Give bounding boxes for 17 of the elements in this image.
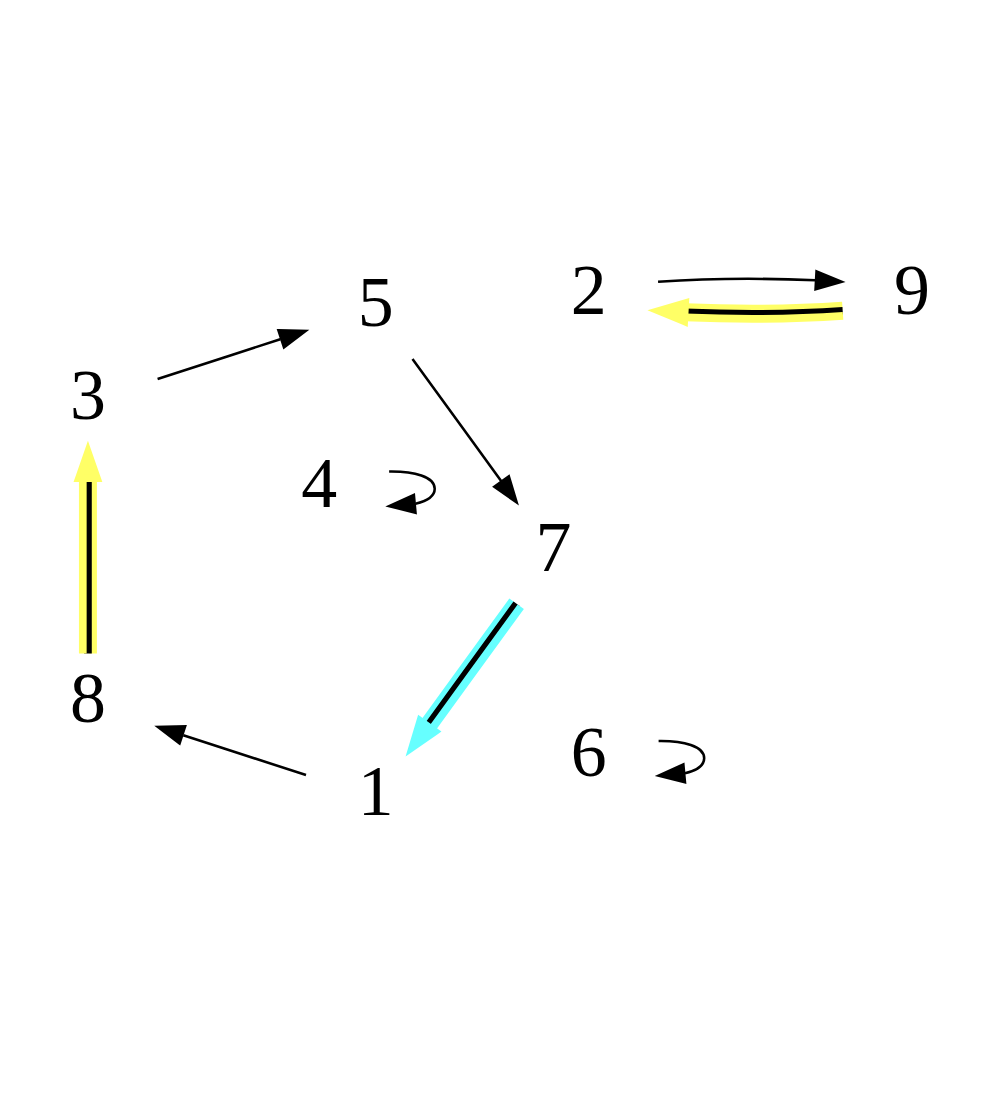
arrow xyxy=(654,739,706,784)
arrow xyxy=(647,298,844,327)
node-text: 6 xyxy=(570,711,607,792)
node-text: 5 xyxy=(357,261,394,342)
node-text: 7 xyxy=(535,506,572,587)
node-text: 1 xyxy=(357,751,394,832)
arrow xyxy=(411,358,519,506)
node-text: 4 xyxy=(301,442,338,523)
arrow xyxy=(658,269,846,292)
node-text: 8 xyxy=(69,657,106,738)
arrow xyxy=(157,329,310,381)
node-text: 2 xyxy=(570,250,607,331)
node-text: 9 xyxy=(894,250,931,331)
arrow xyxy=(385,470,436,515)
arrow xyxy=(154,725,307,777)
arrow xyxy=(405,598,524,757)
node-text: 3 xyxy=(69,355,106,436)
